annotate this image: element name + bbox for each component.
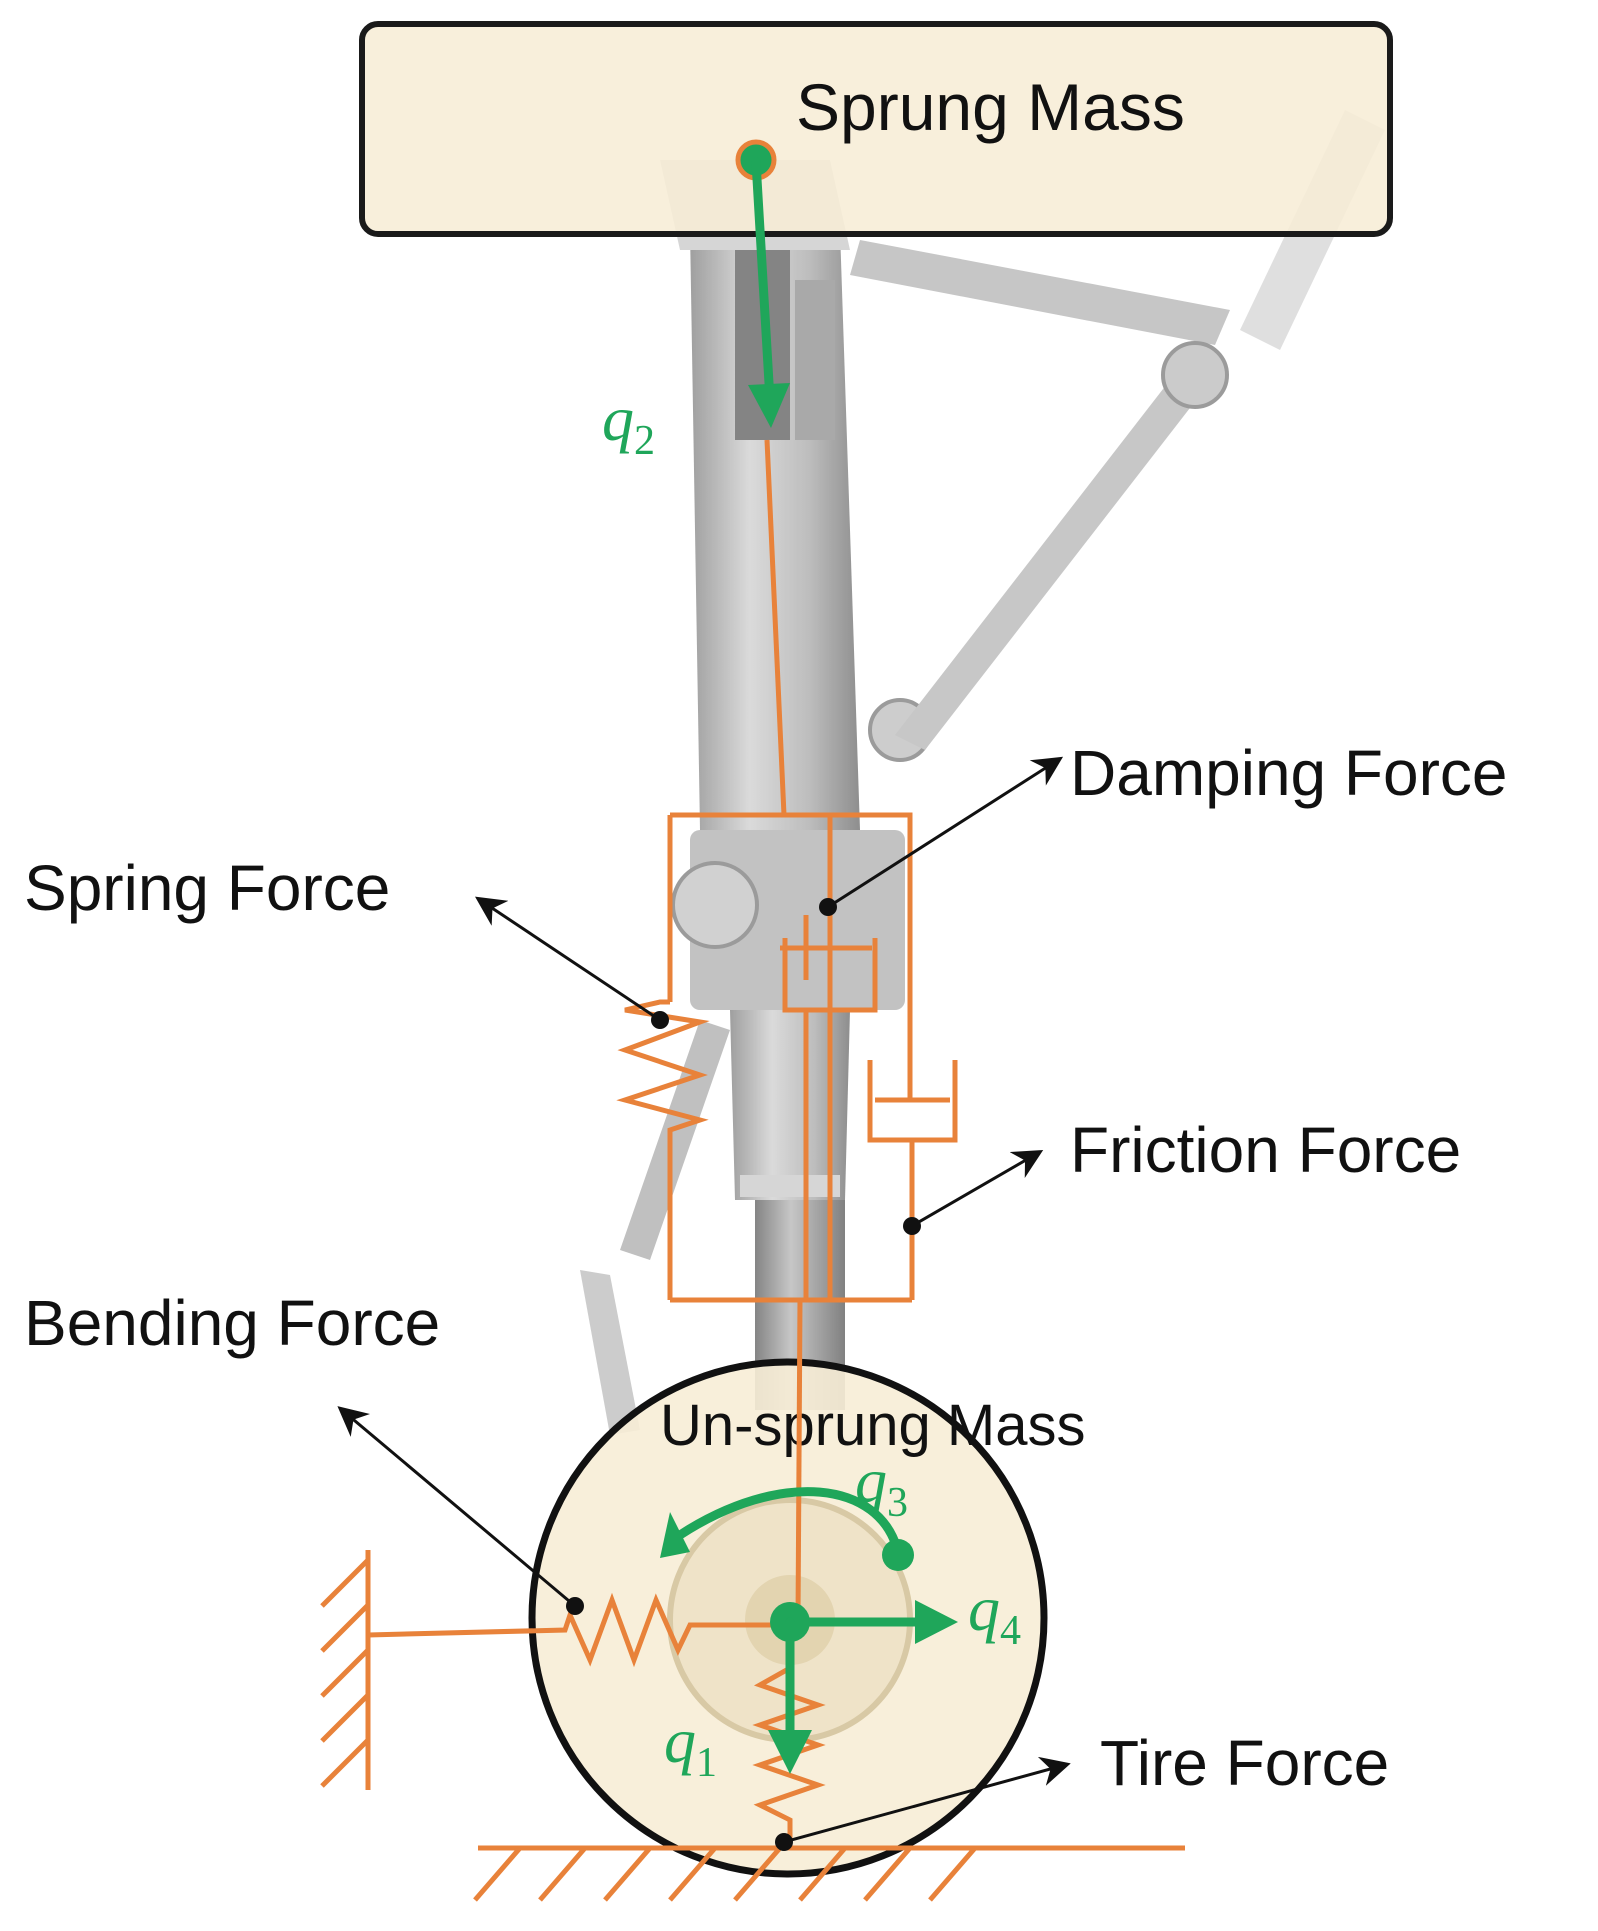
q1-symbol: q1 <box>664 1705 717 1786</box>
unsprung-mass-label: Un-sprung Mass <box>660 1393 1085 1458</box>
sprung-mass-box <box>359 21 1393 237</box>
generalized-coordinates <box>660 139 958 1774</box>
q3-end-dot <box>882 1539 914 1571</box>
q2-arrowhead <box>748 383 790 428</box>
suspension-model <box>320 439 1185 1902</box>
q2-symbol: q2 <box>602 383 655 464</box>
damping-force-label: Damping Force <box>1070 737 1508 809</box>
q4-arrowhead <box>915 1600 958 1644</box>
q4-symbol: q4 <box>968 1573 1021 1654</box>
bending-force-label: Bending Force <box>24 1287 440 1359</box>
tire-force-label: Tire Force <box>1100 1727 1389 1799</box>
friction-force-label: Friction Force <box>1070 1114 1461 1186</box>
q1-arrowhead <box>768 1730 812 1774</box>
leader-lines <box>337 756 1071 1851</box>
sprung-mass-label: Sprung Mass <box>796 70 1185 144</box>
spring-force-label: Spring Force <box>24 852 390 924</box>
q3-arrowhead <box>660 1512 690 1558</box>
q3-symbol: q3 <box>855 1445 908 1526</box>
